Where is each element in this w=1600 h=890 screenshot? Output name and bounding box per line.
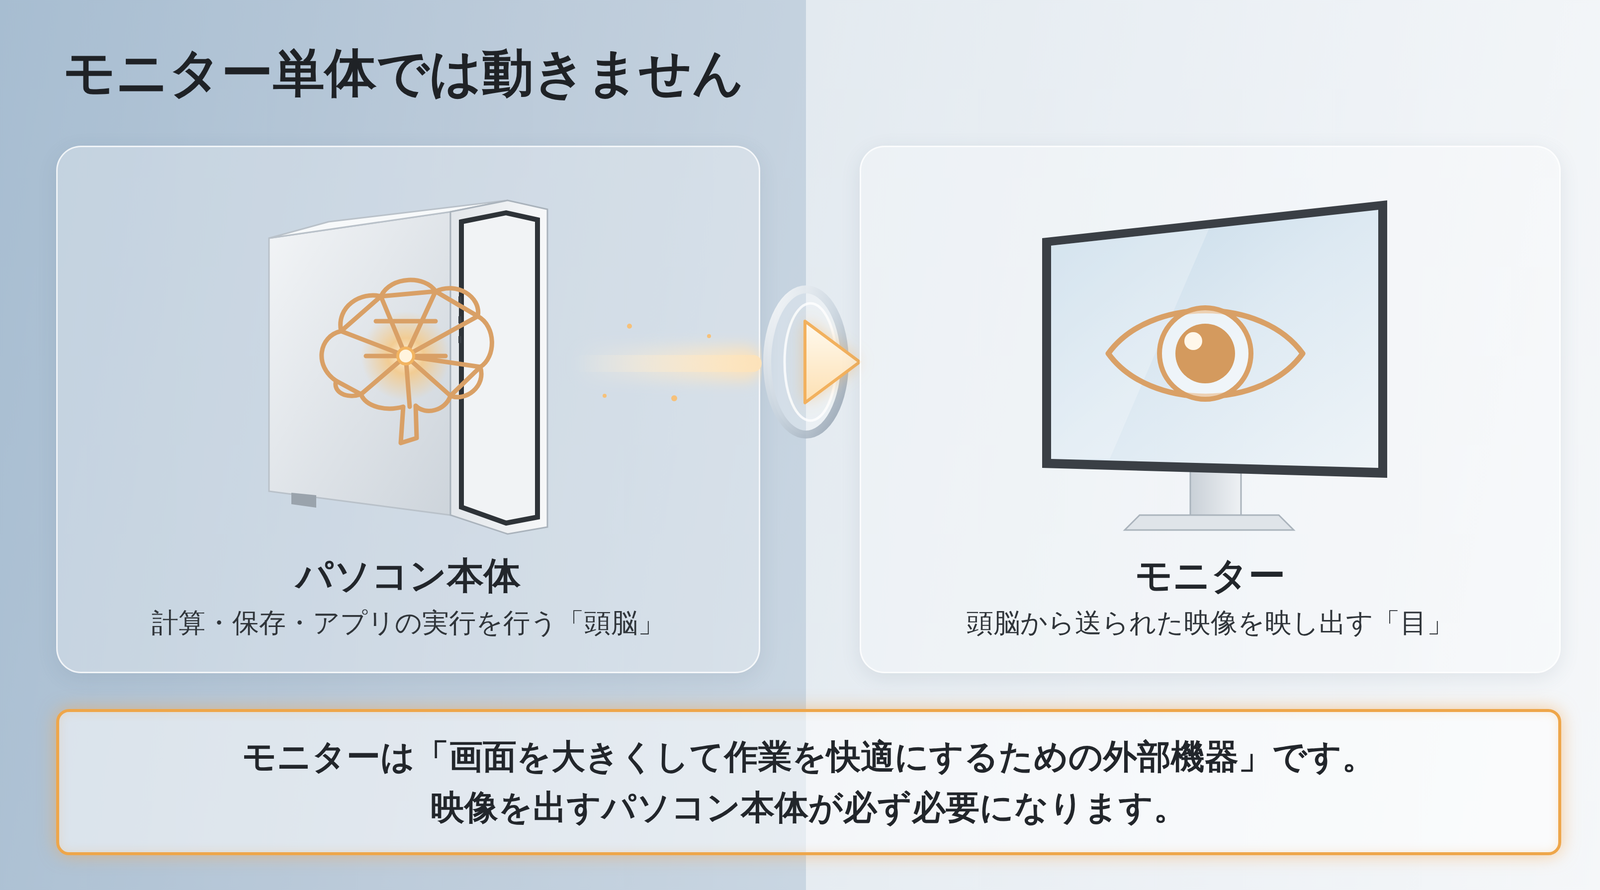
decor-shape — [268, 211, 451, 516]
decor-shape — [1190, 470, 1242, 518]
decor-shape — [1051, 209, 1379, 468]
decor-shape — [804, 321, 860, 403]
decor-shape — [1184, 332, 1203, 351]
note-text: 映像を出すパソコン本体が必ず必要になります。 — [430, 782, 1188, 833]
decor-shape — [804, 321, 860, 403]
decor-shape — [397, 348, 414, 364]
decor-shape — [760, 353, 810, 371]
decor-shape — [1051, 228, 1210, 459]
diagram-title: モニター単体では動きません — [63, 41, 745, 104]
decor-shape — [458, 296, 462, 304]
decor-shape — [450, 200, 548, 534]
decor-shape — [1159, 307, 1251, 400]
decor-shape — [626, 323, 632, 329]
decor-shape — [1124, 515, 1294, 531]
text-group: パソコン本体計算・保存・アプリの実行を行う「頭脳」 — [57, 552, 759, 641]
decor-shape — [707, 334, 712, 339]
decor-shape — [1175, 323, 1236, 384]
decor-shape — [602, 393, 607, 398]
decor-shape — [1042, 200, 1388, 478]
decor-shape — [321, 279, 493, 444]
decor-shape — [671, 395, 678, 402]
monitor — [1042, 200, 1388, 531]
decor-shape — [760, 344, 810, 380]
decor-shape — [458, 316, 462, 324]
text-group: モニター頭脳から送られた映像を映し出す「目」 — [861, 552, 1560, 641]
decor-shape — [458, 336, 462, 344]
note-box: モニターは「画面を大きくして作業を快適にするための外部機器」です。映像を出すパソ… — [56, 709, 1562, 856]
decor-shape — [572, 355, 762, 372]
flow-arrow — [760, 321, 860, 403]
decor-shape — [291, 492, 317, 508]
panel-description: 計算・保存・アプリの実行を行う「頭脳」 — [151, 605, 665, 641]
note-text: モニターは「画面を大きくして作業を快適にするための外部機器」です。 — [242, 731, 1376, 783]
decor-shape — [572, 346, 762, 381]
brain-icon — [321, 279, 493, 444]
eye-icon — [1108, 307, 1303, 400]
monitor-panel: モニター頭脳から送られた映像を映し出す「目」 — [859, 145, 1561, 674]
panel-heading: パソコン本体 — [295, 552, 521, 599]
beam-tail — [572, 323, 762, 402]
pc-case — [268, 200, 548, 534]
panel-heading: モニター — [1135, 552, 1286, 599]
pc-panel: パソコン本体計算・保存・アプリの実行を行う「頭脳」 — [56, 145, 761, 674]
panel-description: 頭脳から送られた映像を映し出す「目」 — [966, 605, 1454, 641]
decor-shape — [336, 291, 481, 407]
